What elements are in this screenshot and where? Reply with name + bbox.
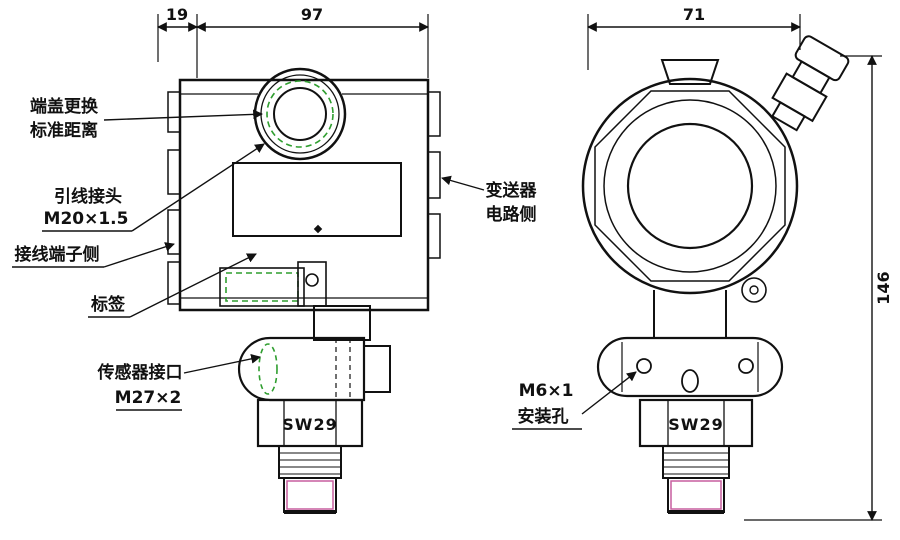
cover-lock [741, 277, 767, 303]
callout-circuit-side: 变送器 电路侧 [441, 175, 538, 225]
dim-97-value: 97 [301, 5, 323, 24]
callout-tag: 标签 [88, 253, 257, 318]
label-sensor-port-spec: M27×2 [115, 388, 182, 408]
label-circuit-side-line2: 电路侧 [486, 204, 537, 225]
end-cap [253, 67, 347, 161]
dimension-97: 97 [196, 5, 429, 78]
sensor-seal [258, 343, 278, 395]
nameplate [232, 162, 402, 237]
bracket [219, 261, 327, 307]
nameplate-marker [313, 224, 323, 234]
callout-end-cap: 端盖更换 标准距离 [30, 96, 263, 141]
housing-front [581, 77, 799, 295]
dimension-19: 19 [157, 5, 198, 78]
mounting-base [596, 336, 784, 398]
sensor-housing [237, 336, 391, 402]
center-port [681, 369, 699, 393]
label-end-cap-line1: 端盖更换 [30, 96, 99, 117]
port-tip-accent-left [286, 480, 334, 510]
side-view: SW29 [167, 67, 441, 514]
label-end-cap-line2: 标准距离 [30, 120, 98, 141]
wrench-size-left: SW29 [282, 415, 337, 434]
bracket-bolt [305, 273, 319, 287]
bracket-seal [225, 272, 299, 302]
callout-mounting-hole: M6×1 安装孔 [512, 371, 637, 430]
label-terminal-side: 接线端子侧 [15, 244, 100, 265]
mounting-hole-left [636, 358, 652, 374]
label-tag: 标签 [91, 294, 126, 315]
knurled-ring [594, 90, 786, 282]
label-mounting-hole: 安装孔 [518, 406, 569, 427]
dimension-71: 71 [587, 5, 801, 70]
port-tip-left [283, 477, 337, 514]
dimension-146: 146 [744, 55, 893, 521]
fins-right [427, 91, 441, 259]
callout-terminal-side: 接线端子侧 [12, 242, 175, 268]
front-view: SW29 [581, 35, 850, 514]
dim-146-value: 146 [874, 271, 893, 304]
callout-lead-connector: 引线接头 M20×1.5 [42, 143, 265, 232]
thread-right [662, 445, 730, 479]
label-circuit-side-line1: 变送器 [486, 180, 538, 201]
dim-71-value: 71 [683, 5, 705, 24]
neck [313, 305, 371, 341]
wrench-size-right: SW29 [668, 415, 723, 434]
thread-left [278, 445, 342, 479]
hex-nut-left: SW29 [256, 398, 364, 448]
label-mounting-spec: M6×1 [519, 381, 574, 401]
label-sensor-port: 传感器接口 [97, 362, 183, 383]
label-lead-connector-spec: M20×1.5 [44, 209, 129, 229]
hex-nut-right: SW29 [638, 398, 754, 448]
fins-left [167, 91, 181, 305]
cable-gland [771, 35, 850, 132]
end-cap-seal [266, 80, 334, 148]
callout-sensor-port: 传感器接口 M27×2 [97, 354, 261, 411]
top-tab [660, 59, 720, 85]
port-tip-accent-right [670, 480, 722, 510]
mounting-hole-right [738, 358, 754, 374]
label-lead-connector: 引线接头 [54, 186, 122, 207]
port-tip-right [667, 477, 725, 514]
dim-19-value: 19 [166, 5, 188, 24]
